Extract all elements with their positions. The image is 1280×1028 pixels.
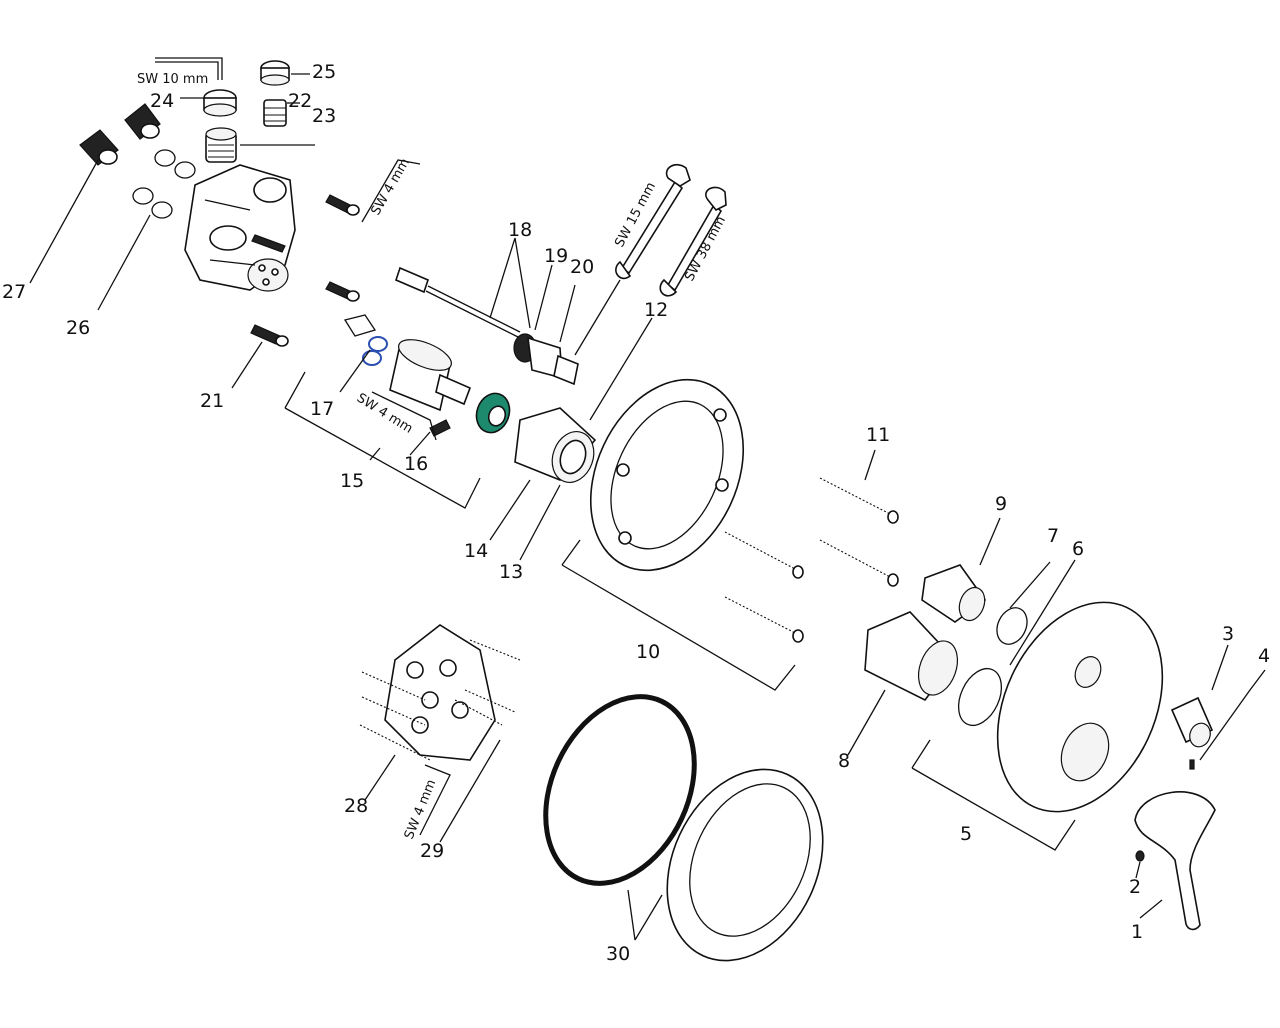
label-11: 11 <box>866 424 890 446</box>
leader-lines <box>29 73 1266 941</box>
label-1: 1 <box>1131 921 1143 943</box>
label-21: 21 <box>200 390 224 412</box>
part-17-orings-blue <box>343 314 388 366</box>
part-13-sleeve <box>514 407 597 483</box>
part-numbers: 1 2 3 4 5 6 7 8 9 10 11 12 13 14 15 16 1… <box>2 61 1270 965</box>
hex-key-4mm-mid <box>371 391 437 441</box>
label-6: 6 <box>1072 538 1084 560</box>
label-3: 3 <box>1222 623 1234 645</box>
part-25-nut <box>260 60 290 86</box>
part-19-20-valve-head <box>513 333 579 386</box>
hex-key-10mm <box>155 57 223 80</box>
part-30-trim-ring <box>666 768 824 962</box>
wrench-15mm <box>615 163 691 280</box>
part-16-screw <box>429 419 451 437</box>
part-28-mounting-plate <box>359 624 521 761</box>
label-4: 4 <box>1258 645 1270 667</box>
part-26-orings <box>132 149 196 219</box>
part-22-insert <box>263 99 287 127</box>
part-23-stop-valve <box>205 127 237 163</box>
screw-upper <box>325 194 360 216</box>
label-19: 19 <box>544 245 568 267</box>
label-25: 25 <box>312 61 336 83</box>
part-30-seal-ring <box>543 694 697 886</box>
tool-label-sw4-bottom: SW 4 mm <box>402 777 439 841</box>
label-7: 7 <box>1047 525 1059 547</box>
part-4-pin <box>1189 759 1195 770</box>
label-12: 12 <box>644 299 668 321</box>
label-5: 5 <box>960 823 972 845</box>
label-18: 18 <box>508 219 532 241</box>
part-11-long-screws <box>724 477 899 643</box>
hex-key-4mm-top <box>361 159 421 223</box>
part-15-cartridge <box>389 339 472 412</box>
label-13: 13 <box>499 561 523 583</box>
part-6-ring <box>957 667 1003 727</box>
label-8: 8 <box>838 750 850 772</box>
part-18-spindle <box>395 266 521 338</box>
label-20: 20 <box>570 256 594 278</box>
label-27: 27 <box>2 281 26 303</box>
label-10: 10 <box>636 641 660 663</box>
label-16: 16 <box>404 453 428 475</box>
part-5-cover <box>996 601 1164 813</box>
label-28: 28 <box>344 795 368 817</box>
label-26: 26 <box>66 317 90 339</box>
part-1-lever <box>1134 791 1216 931</box>
part-10-plate <box>589 378 745 572</box>
label-17: 17 <box>310 398 334 420</box>
hex-key-4mm-bottom <box>419 764 451 836</box>
label-22: 22 <box>288 90 312 112</box>
label-2: 2 <box>1129 876 1141 898</box>
tool-label-sw15: SW 15 mm <box>612 180 659 250</box>
part-27-fitting <box>79 129 119 166</box>
screw-middle <box>325 281 360 302</box>
label-15: 15 <box>340 470 364 492</box>
label-14: 14 <box>464 540 488 562</box>
label-29: 29 <box>420 840 444 862</box>
label-24: 24 <box>150 90 174 112</box>
valve-body <box>184 164 296 292</box>
part-9-sleeve <box>921 564 987 623</box>
part-24-nut <box>203 89 237 117</box>
tool-label-sw10: SW 10 mm <box>137 72 208 87</box>
part-21-screw <box>250 324 289 347</box>
part-8-sleeve <box>864 611 959 702</box>
label-9: 9 <box>995 493 1007 515</box>
part-3-knob <box>1170 696 1214 748</box>
label-30: 30 <box>606 943 630 965</box>
label-23: 23 <box>312 105 336 127</box>
tool-label-sw4-top: SW 4 mm <box>368 156 412 218</box>
part-24-fitting-dark <box>124 103 161 140</box>
part-14-nut-green <box>475 392 511 434</box>
part-7-ring <box>996 607 1028 645</box>
part-2-screw <box>1135 850 1145 862</box>
wrench-38mm <box>659 186 727 297</box>
